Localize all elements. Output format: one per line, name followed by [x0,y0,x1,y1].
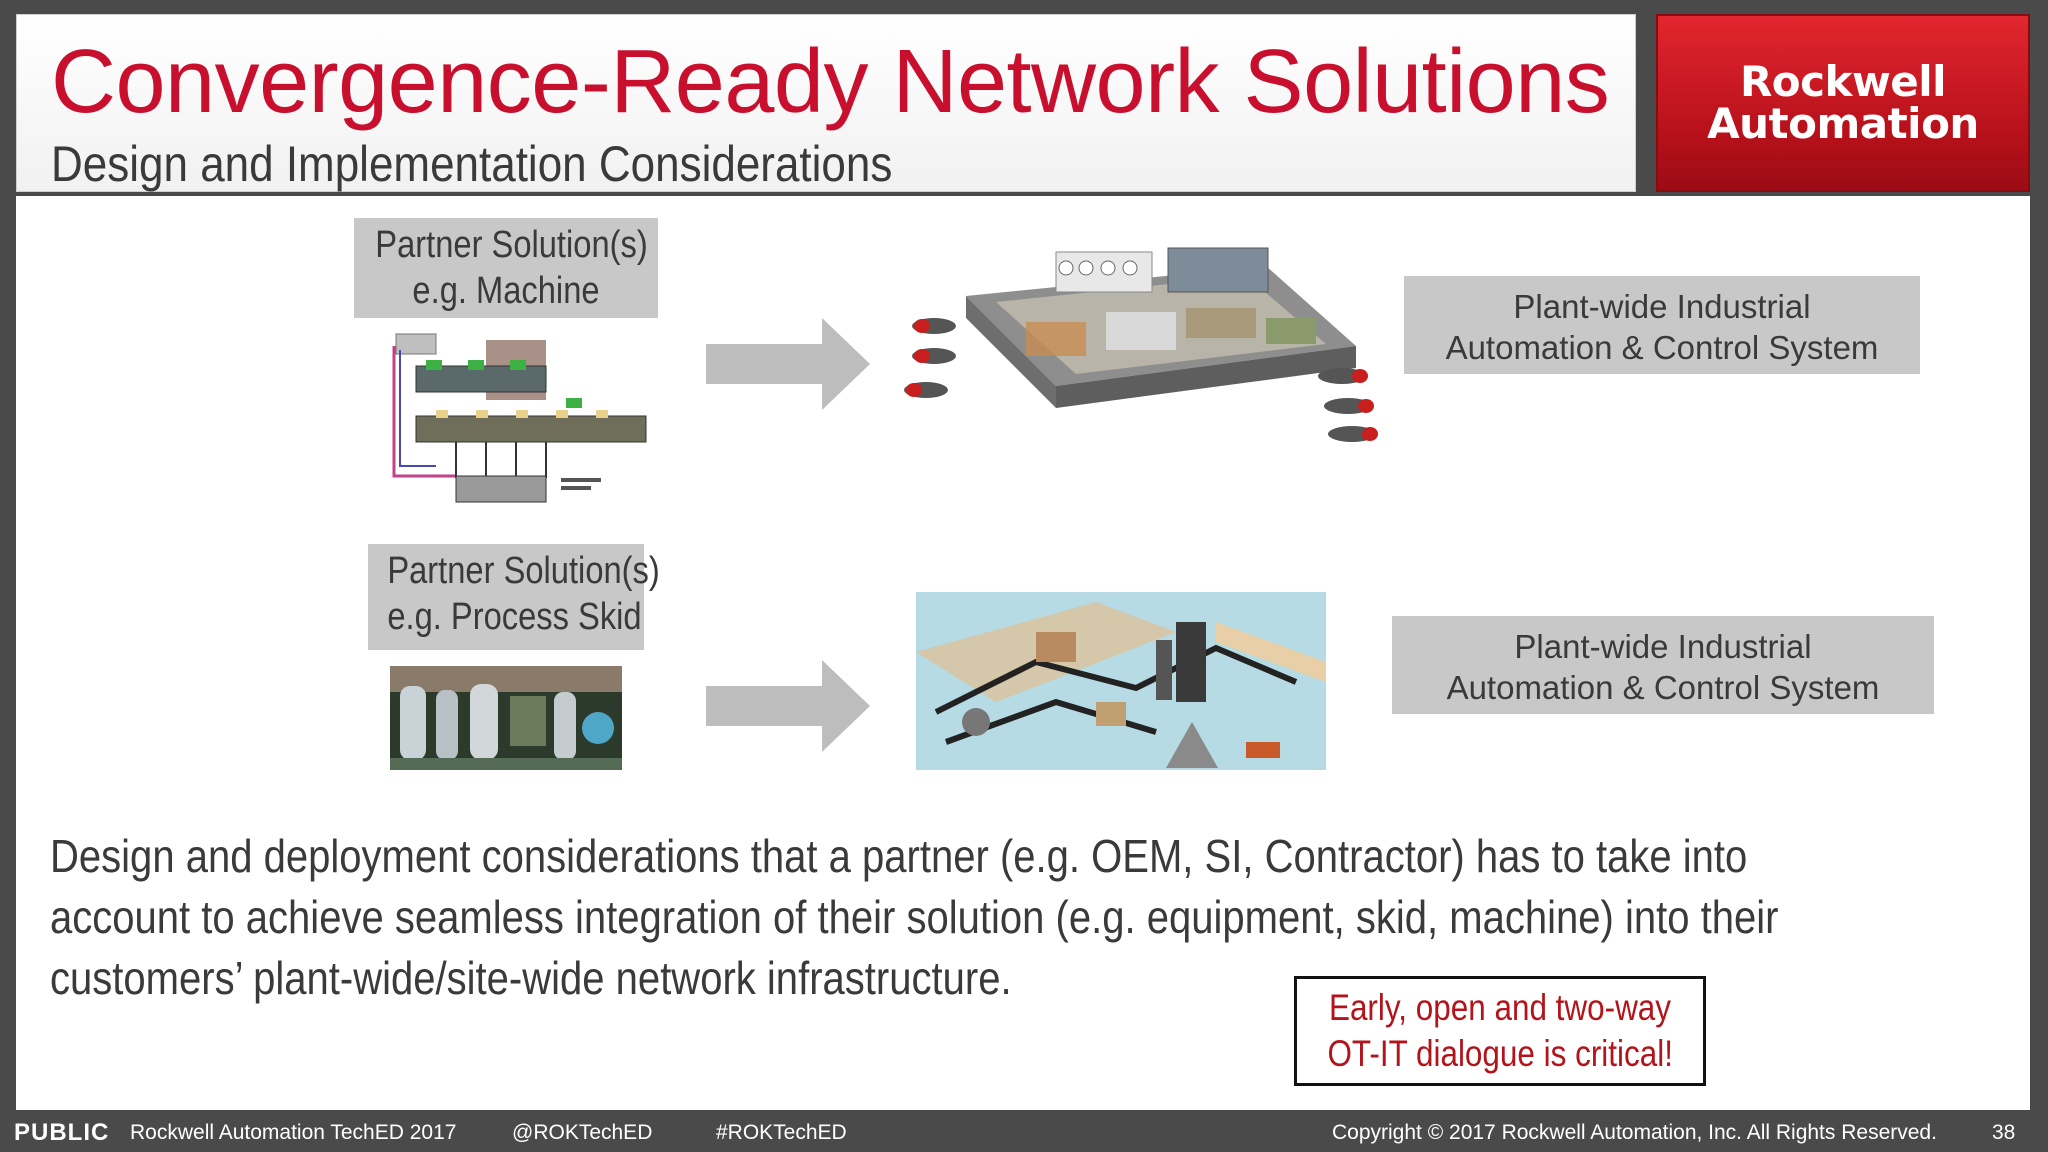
callout-line-1: Early, open and two-way [1328,987,1672,1028]
description-line-2: account to achieve seamless integration … [50,891,1779,943]
page-number: 38 [1992,1121,2016,1144]
plant-wide-system-label-1: Plant-wide Industrial Automation & Contr… [1404,276,1920,374]
slide-footer: PUBLIC Rockwell Automation TechED 2017 @… [0,1114,2048,1152]
slide-title: Convergence-Ready Network Solutions [51,32,1610,132]
description-line-1: Design and deployment considerations tha… [50,830,1748,882]
plant-floor-3d-image [904,247,1378,442]
machine-diagram-image [376,326,656,512]
classification-label: PUBLIC [14,1119,110,1146]
slide-content: Partner Solution(s) e.g. Machine [16,196,2030,1110]
plant-label-1-line-1: Plant-wide Industrial [1513,288,1811,325]
arrow-right-icon [706,318,870,410]
logo-line-1: Rockwell [1739,57,1947,106]
slide-subtitle: Design and Implementation Considerations [51,136,893,192]
plant-label-1-line-2: Automation & Control System [1445,329,1879,366]
arrow-right-icon-2 [706,660,870,752]
partner-skid-line-1: Partner Solution(s) [387,550,660,592]
callout-line-2: OT-IT dialogue is critical! [1327,1033,1673,1074]
twitter-handle: @ROKTechED [512,1121,653,1144]
process-skid-photo [390,666,622,770]
rockwell-automation-logo: Rockwell Automation [1656,14,2030,192]
event-name: Rockwell Automation TechED 2017 [130,1121,457,1144]
plant-wide-system-label-2: Plant-wide Industrial Automation & Contr… [1392,616,1934,714]
partner-machine-label: Partner Solution(s) e.g. Machine [354,218,658,318]
logo-line-2: Automation [1707,99,1979,148]
partner-skid-line-2: e.g. Process Skid [387,596,642,638]
copyright-notice: Copyright © 2017 Rockwell Automation, In… [1332,1121,1937,1144]
description-paragraph: Design and deployment considerations tha… [50,826,2010,1009]
partner-machine-line-1: Partner Solution(s) [375,224,648,266]
description-line-3: customers’ plant-wide/site-wide network … [50,952,1012,1004]
event-hashtag: #ROKTechED [716,1121,847,1144]
slide-header: Convergence-Ready Network Solutions Desi… [16,14,1636,192]
process-plant-image [916,592,1326,770]
dialogue-callout-box: Early, open and two-way OT-IT dialogue i… [1294,976,1706,1086]
partner-machine-line-2: e.g. Machine [412,270,600,312]
plant-label-2-line-2: Automation & Control System [1446,669,1880,706]
partner-process-skid-label: Partner Solution(s) e.g. Process Skid [368,544,660,650]
plant-label-2-line-1: Plant-wide Industrial [1514,628,1812,665]
